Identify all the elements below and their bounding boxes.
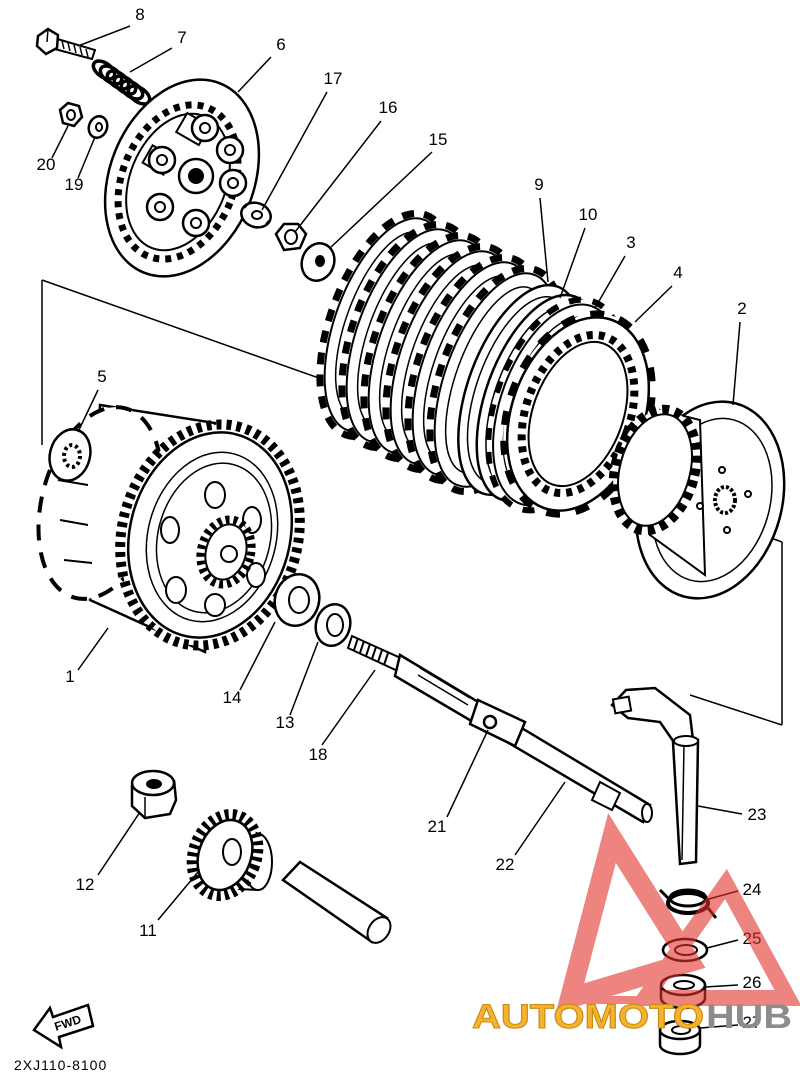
leader-line-20 xyxy=(51,125,69,159)
callout-label-26: 26 xyxy=(743,973,762,992)
callout-label-17: 17 xyxy=(324,69,343,88)
leader-line-14 xyxy=(239,621,276,691)
leader-line-12 xyxy=(97,811,141,876)
gear-11 xyxy=(186,809,273,901)
washer-19 xyxy=(87,114,109,140)
ball-21 xyxy=(482,714,498,730)
callout-label-4: 4 xyxy=(673,263,682,282)
nut-12 xyxy=(130,769,178,820)
callout-label-7: 7 xyxy=(177,28,186,47)
callout-label-8: 8 xyxy=(135,5,144,24)
leader-line-2 xyxy=(732,321,741,406)
leader-line-26 xyxy=(704,984,739,988)
leader-line-6 xyxy=(237,56,272,93)
clutch-housing-1 xyxy=(36,403,305,654)
pressure-plate-center-hole xyxy=(188,168,204,184)
boss-spline-hole xyxy=(713,485,737,515)
pressure-plate-6 xyxy=(103,78,261,278)
washer-13 xyxy=(314,602,352,648)
callout-label-21: 21 xyxy=(428,817,447,836)
watermark-text: AUTOMOTO HUB xyxy=(472,998,793,1037)
drawing-code: 2XJ110-8100 xyxy=(14,1057,107,1073)
callout-label-6: 6 xyxy=(276,35,285,54)
callout-label-5: 5 xyxy=(97,367,106,386)
watermark-text-right: HUB xyxy=(706,998,792,1036)
washer-15 xyxy=(300,242,336,282)
shaft-22 xyxy=(393,653,653,824)
callout-labels: 8 7 6 17 16 15 9 10 3 4 2 20 19 5 1 14 1… xyxy=(37,5,767,1032)
nut-20 xyxy=(58,101,84,128)
pressure-plate-boss xyxy=(181,208,211,238)
callout-label-10: 10 xyxy=(579,205,598,224)
pressure-plate-boss xyxy=(141,143,177,177)
leader-line-27 xyxy=(699,1024,739,1029)
callout-label-12: 12 xyxy=(76,875,95,894)
leader-line-17 xyxy=(261,91,328,211)
callout-label-20: 20 xyxy=(37,155,56,174)
callout-label-14: 14 xyxy=(223,688,242,707)
thrust-plate-5 xyxy=(48,428,92,482)
leader-line-21 xyxy=(446,729,489,818)
leader-line-13 xyxy=(289,641,319,716)
watermark-text-left: AUTOMOTO xyxy=(472,998,704,1036)
leader-line-16 xyxy=(294,120,382,233)
pressure-plate-boss xyxy=(174,111,220,147)
callout-label-2: 2 xyxy=(737,299,746,318)
leader-line-7 xyxy=(129,47,173,73)
leader-line-5 xyxy=(77,389,99,433)
callout-label-22: 22 xyxy=(496,855,515,874)
clutch-boss-2 xyxy=(608,400,786,600)
callout-label-19: 19 xyxy=(65,175,84,194)
callout-label-15: 15 xyxy=(429,130,448,149)
leader-line-15 xyxy=(329,151,433,249)
callout-label-24: 24 xyxy=(743,880,762,899)
shaft-piece xyxy=(281,860,392,944)
callout-label-23: 23 xyxy=(748,805,767,824)
bushing-27 xyxy=(658,1019,702,1056)
leader-line-1 xyxy=(77,627,109,671)
callout-label-16: 16 xyxy=(379,98,398,117)
callout-label-27: 27 xyxy=(743,1013,762,1032)
leader-line-9 xyxy=(539,197,549,283)
washer-14 xyxy=(273,572,321,628)
spring-7 xyxy=(91,59,152,106)
callout-label-18: 18 xyxy=(309,745,328,764)
push-lever-23 xyxy=(610,686,700,866)
leader-line-22 xyxy=(514,781,566,856)
leader-line-4 xyxy=(634,285,673,323)
forward-arrow: FWD xyxy=(32,1003,95,1050)
pressure-plate-boss xyxy=(218,168,248,198)
leader-line-3 xyxy=(594,255,626,309)
callout-label-13: 13 xyxy=(276,713,295,732)
callout-label-1: 1 xyxy=(65,667,74,686)
leader-line-11 xyxy=(157,871,199,921)
leader-line-23 xyxy=(697,805,743,815)
pressure-plate-boss xyxy=(215,135,245,165)
callout-label-9: 9 xyxy=(534,175,543,194)
pressure-plate-boss xyxy=(145,192,175,222)
watermark-logo xyxy=(555,813,800,1013)
callout-label-3: 3 xyxy=(626,233,635,252)
leader-line-10 xyxy=(559,227,586,299)
leader-line-19 xyxy=(77,136,96,179)
callout-label-11: 11 xyxy=(139,921,157,940)
leader-line-8 xyxy=(77,25,131,47)
bolt-8 xyxy=(35,27,97,61)
leader-line-18 xyxy=(321,669,376,746)
leader-line-25 xyxy=(706,939,739,949)
nut-16 xyxy=(274,222,308,252)
